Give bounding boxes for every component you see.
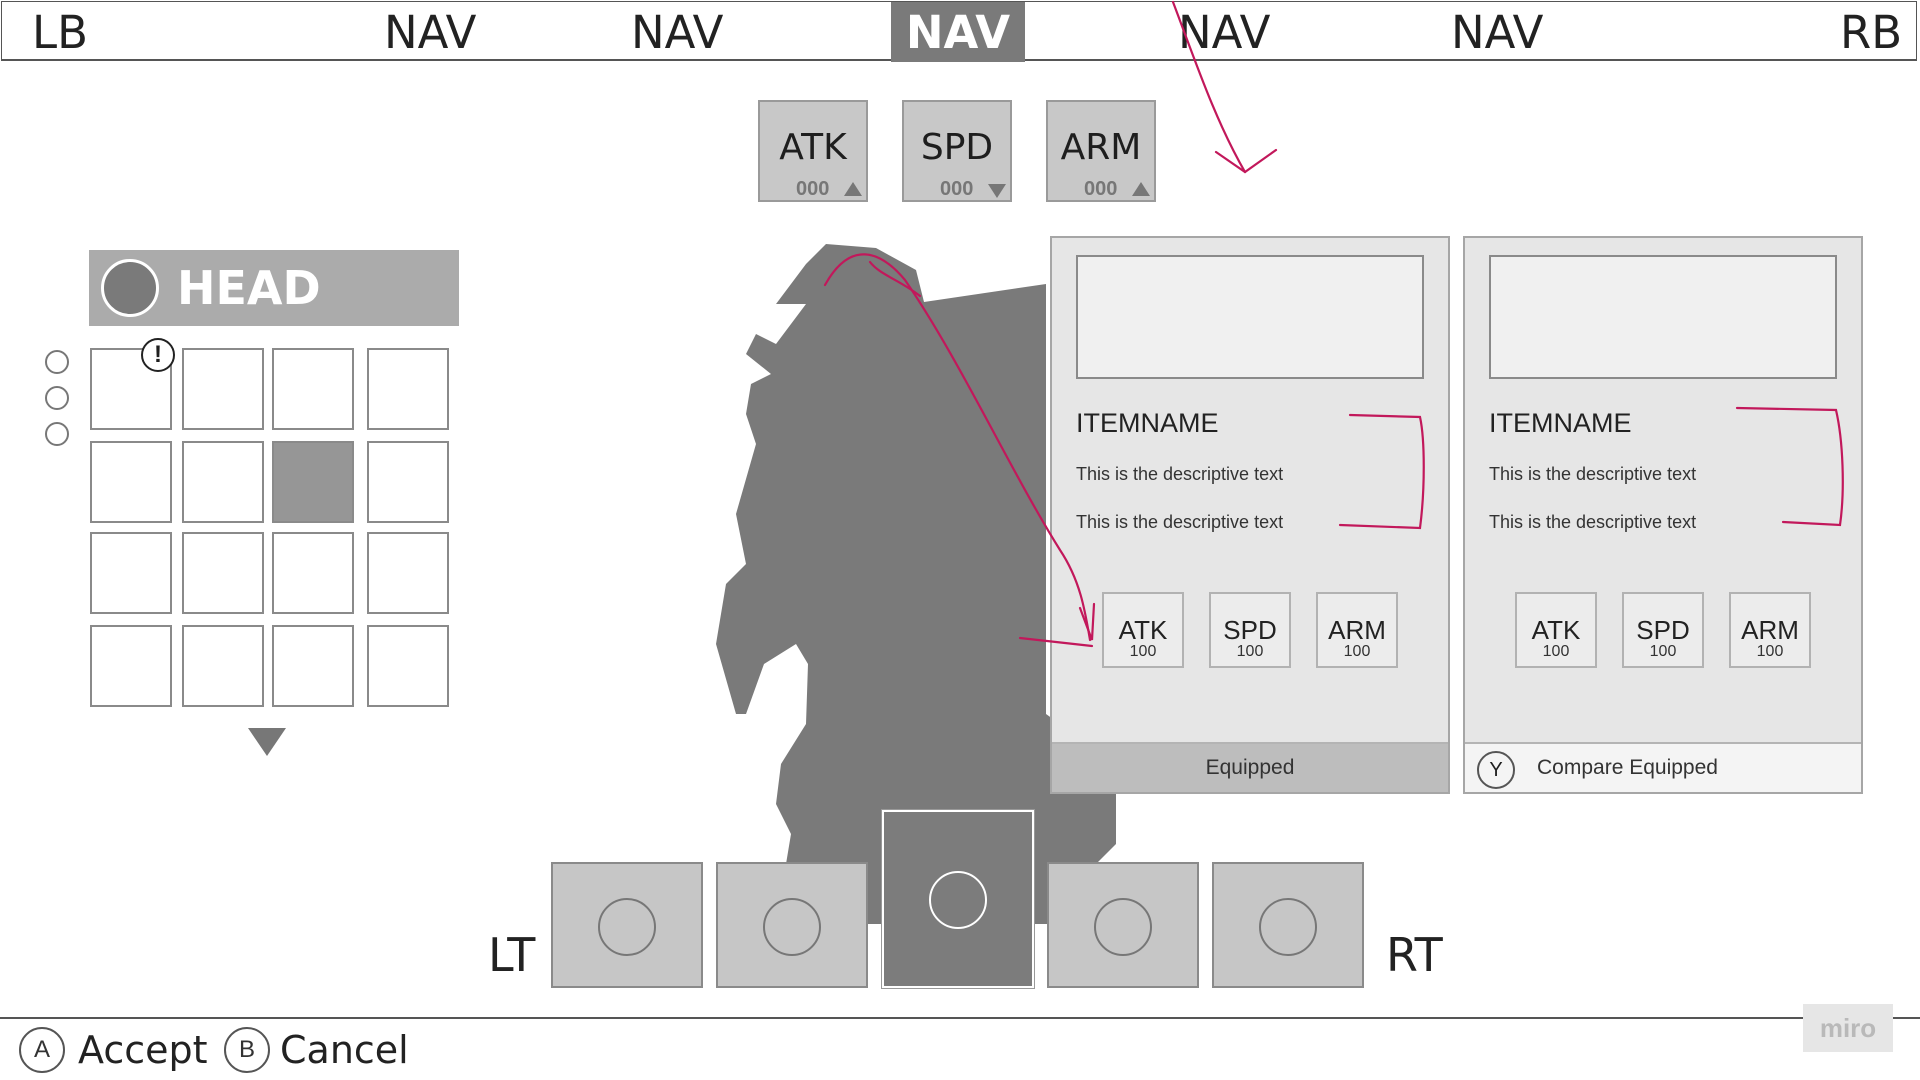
item-slot[interactable] bbox=[367, 441, 449, 523]
slot-ring-icon bbox=[598, 898, 656, 956]
nav-tab-1[interactable]: NAV bbox=[384, 6, 477, 59]
loadout-slot[interactable] bbox=[1047, 862, 1199, 988]
item-slot[interactable] bbox=[182, 348, 264, 430]
miro-watermark-logo: miro bbox=[1803, 1004, 1893, 1052]
item-stat-label: SPD bbox=[1636, 615, 1690, 645]
alert-badge-icon: ! bbox=[141, 338, 175, 372]
button-prompt-bar: A Accept B Cancel bbox=[0, 1017, 1920, 1080]
loadout-slot[interactable] bbox=[716, 862, 868, 988]
nav-tab-3-active[interactable]: NAV bbox=[891, 2, 1025, 62]
item-image-placeholder bbox=[1489, 255, 1837, 379]
item-slot[interactable] bbox=[90, 625, 172, 707]
compare-equipped-label: Compare Equipped bbox=[1537, 756, 1718, 779]
item-name: ITEMNAME bbox=[1489, 408, 1632, 438]
item-stat-label: ATK bbox=[1531, 615, 1581, 645]
item-slot[interactable] bbox=[182, 532, 264, 614]
scroll-down-arrow-icon[interactable] bbox=[248, 728, 286, 756]
item-stat-label: ARM bbox=[1328, 615, 1386, 645]
item-slot[interactable] bbox=[272, 625, 354, 707]
page-indicator-1[interactable] bbox=[45, 350, 69, 374]
item-slot[interactable] bbox=[272, 532, 354, 614]
accept-label[interactable]: Accept bbox=[78, 1028, 208, 1072]
page-indicator-2[interactable] bbox=[45, 386, 69, 410]
item-description-line: This is the descriptive text bbox=[1489, 464, 1697, 484]
item-card-equipped[interactable]: ITEMNAME This is the descriptive text Th… bbox=[1463, 236, 1863, 794]
item-stat-arm: ARM 100 bbox=[1729, 592, 1811, 668]
item-stat-value: 100 bbox=[1542, 643, 1570, 660]
item-slot[interactable] bbox=[272, 348, 354, 430]
item-stat-spd: SPD 100 bbox=[1622, 592, 1704, 668]
item-description-line: This is the descriptive text bbox=[1076, 512, 1284, 532]
left-trigger-label[interactable]: LT bbox=[488, 928, 536, 982]
item-slot-selected[interactable] bbox=[272, 441, 354, 523]
b-button-icon[interactable]: B bbox=[224, 1027, 270, 1073]
equipped-status-bar: Equipped bbox=[1052, 742, 1448, 792]
loadout-slot[interactable] bbox=[1212, 862, 1364, 988]
item-description-line: This is the descriptive text bbox=[1076, 464, 1284, 484]
right-bumper-label[interactable]: RB bbox=[1840, 6, 1903, 59]
item-stat-atk: ATK 100 bbox=[1102, 592, 1184, 668]
item-slot[interactable] bbox=[367, 625, 449, 707]
item-slot[interactable] bbox=[90, 441, 172, 523]
stat-chip-label: SPD bbox=[920, 127, 994, 168]
stat-chip-arm: ARM 000 bbox=[1046, 100, 1156, 202]
item-stat-atk: ATK 100 bbox=[1515, 592, 1597, 668]
trend-down-icon bbox=[988, 184, 1006, 198]
item-slot[interactable] bbox=[367, 348, 449, 430]
trend-up-icon bbox=[844, 182, 862, 196]
item-stat-label: ATK bbox=[1118, 615, 1168, 645]
item-stat-label: ARM bbox=[1741, 615, 1799, 645]
right-trigger-label[interactable]: RT bbox=[1386, 928, 1443, 982]
item-stat-value: 100 bbox=[1129, 643, 1157, 660]
item-stat-label: SPD bbox=[1223, 615, 1277, 645]
stat-chip-label: ATK bbox=[779, 127, 847, 168]
item-image-placeholder bbox=[1076, 255, 1424, 379]
category-title: HEAD bbox=[177, 261, 321, 315]
item-slot[interactable] bbox=[182, 441, 264, 523]
item-slot[interactable] bbox=[182, 625, 264, 707]
nav-tab-4[interactable]: NAV bbox=[1178, 6, 1271, 59]
stat-chip-value: 000 bbox=[940, 178, 974, 200]
slot-ring-icon bbox=[1259, 898, 1317, 956]
item-slot[interactable] bbox=[367, 532, 449, 614]
stat-chip-spd: SPD 000 bbox=[902, 100, 1012, 202]
item-description-line: This is the descriptive text bbox=[1489, 512, 1697, 532]
top-nav-bar: LB NAV NAV NAV NAV NAV RB bbox=[1, 1, 1917, 62]
item-slot[interactable] bbox=[90, 532, 172, 614]
left-bumper-label[interactable]: LB bbox=[32, 6, 88, 59]
cancel-label[interactable]: Cancel bbox=[280, 1028, 409, 1072]
stat-chip-value: 000 bbox=[1084, 178, 1118, 200]
item-stat-arm: ARM 100 bbox=[1316, 592, 1398, 668]
category-header: HEAD bbox=[89, 250, 459, 326]
item-stat-value: 100 bbox=[1343, 643, 1371, 660]
loadout-slot-selected[interactable] bbox=[881, 809, 1035, 989]
compare-equipped-bar[interactable]: Y Compare Equipped bbox=[1465, 742, 1861, 792]
a-button-icon[interactable]: A bbox=[19, 1027, 65, 1073]
item-card-selected[interactable]: ITEMNAME This is the descriptive text Th… bbox=[1050, 236, 1450, 794]
item-stat-value: 100 bbox=[1236, 643, 1264, 660]
loadout-slot[interactable] bbox=[551, 862, 703, 988]
page-indicator-3[interactable] bbox=[45, 422, 69, 446]
slot-ring-icon bbox=[763, 898, 821, 956]
trend-up-icon bbox=[1132, 182, 1150, 196]
slot-ring-icon bbox=[1094, 898, 1152, 956]
annotation-arrowhead-top bbox=[1214, 148, 1278, 174]
item-stat-spd: SPD 100 bbox=[1209, 592, 1291, 668]
y-button-icon[interactable]: Y bbox=[1477, 751, 1515, 789]
slot-ring-icon bbox=[929, 871, 987, 929]
stat-chip-label: ARM bbox=[1060, 127, 1142, 168]
category-icon bbox=[101, 259, 159, 317]
nav-tab-5[interactable]: NAV bbox=[1451, 6, 1544, 59]
stat-chip-atk: ATK 000 bbox=[758, 100, 868, 202]
stat-chip-value: 000 bbox=[796, 178, 830, 200]
item-stat-value: 100 bbox=[1756, 643, 1784, 660]
item-stat-value: 100 bbox=[1649, 643, 1677, 660]
nav-tab-2[interactable]: NAV bbox=[631, 6, 724, 59]
equipped-label: Equipped bbox=[1205, 756, 1295, 779]
item-name: ITEMNAME bbox=[1076, 408, 1219, 438]
